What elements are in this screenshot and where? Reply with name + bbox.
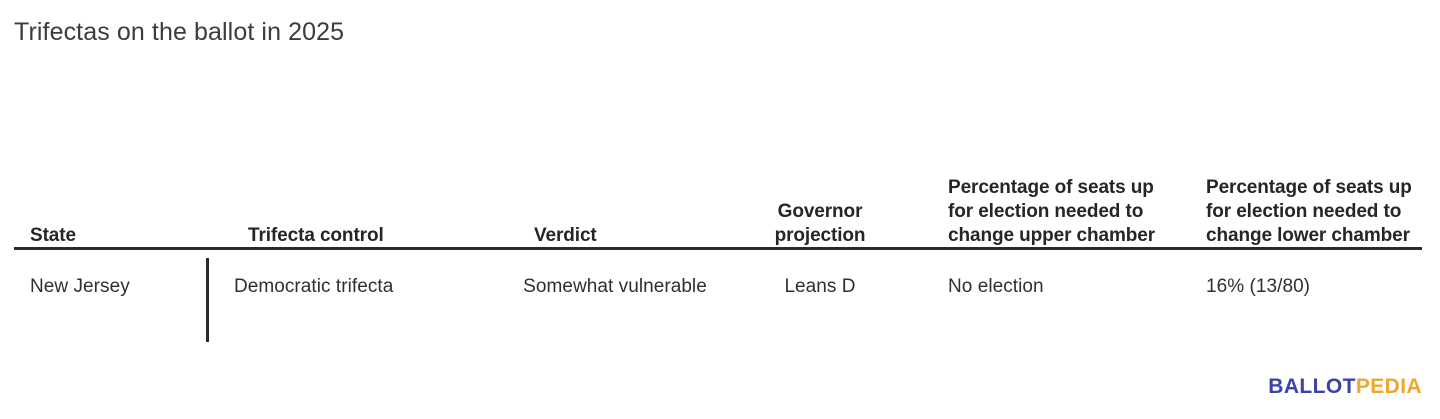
- logo-text-pedia: PEDIA: [1355, 375, 1422, 398]
- state-column-divider: [206, 258, 209, 342]
- ballotpedia-logo: BALLOTPEDIA: [1268, 374, 1422, 399]
- cell-governor-projection: Leans D: [784, 276, 856, 297]
- column-header-lower-chamber-percentage: Percentage of seats up for election need…: [1206, 177, 1412, 246]
- column-header-upper-chamber-percentage: Percentage of seats up for election need…: [948, 177, 1156, 246]
- table-row: New Jersey Democratic trifecta Somewhat …: [14, 250, 1422, 346]
- cell-state: New Jersey: [30, 276, 130, 297]
- cell-verdict: Somewhat vulnerable: [523, 276, 707, 297]
- cell-lower-chamber-percentage: 16% (13/80): [1206, 276, 1311, 297]
- table-header-row: State Trifecta control Verdict Governor …: [14, 86, 1422, 248]
- column-header-verdict: Verdict: [534, 225, 597, 246]
- table-body: New Jersey Democratic trifecta Somewhat …: [14, 250, 1422, 346]
- cell-upper-chamber-percentage: No election: [948, 276, 1044, 297]
- trifectas-table: State Trifecta control Verdict Governor …: [14, 86, 1422, 346]
- column-header-state: State: [30, 225, 76, 246]
- column-header-governor-projection: Governor projection: [774, 201, 866, 246]
- page-title: Trifectas on the ballot in 2025: [14, 18, 345, 46]
- logo-text-ballot: BALLOT: [1268, 375, 1356, 398]
- cell-trifecta-control: Democratic trifecta: [234, 276, 394, 297]
- header-separator-rule: [14, 247, 1422, 250]
- column-header-trifecta-control: Trifecta control: [248, 225, 384, 246]
